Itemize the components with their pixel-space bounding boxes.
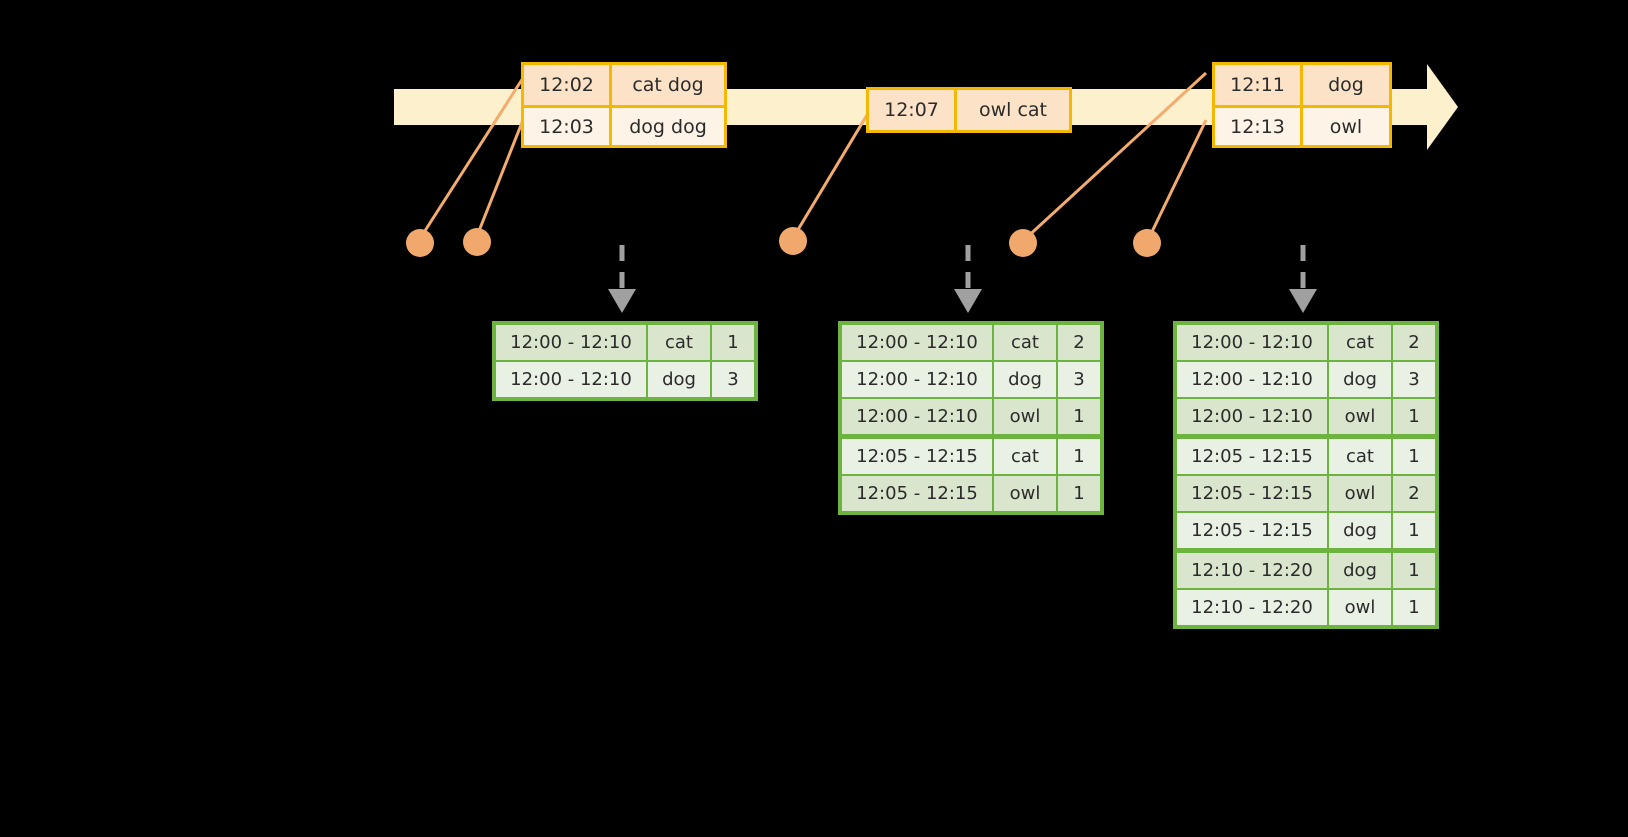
cell-window: 12:00 - 12:10 bbox=[1177, 325, 1327, 360]
cell-word: owl bbox=[1329, 590, 1391, 625]
connector-dot bbox=[1009, 229, 1037, 257]
timeline-event-row[interactable]: 12:03 dog dog bbox=[524, 105, 724, 145]
cell-window: 12:00 - 12:10 bbox=[842, 325, 992, 360]
cell-count: 2 bbox=[1393, 325, 1435, 360]
event-time: 12:02 bbox=[524, 65, 612, 105]
cell-word: dog bbox=[1329, 553, 1391, 588]
event-words: dog bbox=[1328, 74, 1364, 96]
timeline-event-row[interactable]: 12:07 owl cat bbox=[869, 90, 1069, 130]
timeline-event-row[interactable]: 12:13 owl bbox=[1215, 105, 1389, 145]
cell-word: owl bbox=[994, 399, 1056, 434]
timeline-event-row[interactable]: 12:11 dog bbox=[1215, 65, 1389, 105]
cell-word: owl bbox=[1329, 399, 1391, 434]
cell-window: 12:05 - 12:15 bbox=[1177, 476, 1327, 511]
cell-window: 12:00 - 12:10 bbox=[1177, 399, 1327, 434]
cell-word: dog bbox=[648, 362, 710, 397]
event-words: cat dog bbox=[632, 74, 704, 96]
cell-window: 12:05 - 12:15 bbox=[842, 476, 992, 511]
timeline-event-group-1[interactable]: 12:02 cat dog 12:03 dog dog bbox=[521, 62, 727, 148]
cell-word: owl bbox=[1329, 476, 1391, 511]
event-words: dog dog bbox=[629, 115, 707, 138]
dashed-arrow-heads bbox=[608, 289, 1317, 313]
cell-word: dog bbox=[1329, 513, 1391, 548]
cell-window: 12:00 - 12:10 bbox=[1177, 362, 1327, 397]
event-time: 12:13 bbox=[1215, 108, 1303, 145]
cell-count: 1 bbox=[1393, 553, 1435, 588]
cell-count: 3 bbox=[1393, 362, 1435, 397]
cell-window: 12:05 - 12:15 bbox=[842, 439, 992, 474]
cell-word: cat bbox=[648, 325, 710, 360]
timeline-event-group-3[interactable]: 12:11 dog 12:13 owl bbox=[1212, 62, 1392, 148]
cell-count: 1 bbox=[1058, 476, 1100, 511]
cell-window: 12:00 - 12:10 bbox=[496, 325, 646, 360]
cell-count: 2 bbox=[1058, 325, 1100, 360]
event-words: owl cat bbox=[978, 99, 1048, 121]
cell-count: 1 bbox=[1393, 590, 1435, 625]
cell-count: 3 bbox=[712, 362, 754, 397]
connector-dot bbox=[406, 229, 434, 257]
cell-count: 1 bbox=[712, 325, 754, 360]
cell-window: 12:05 - 12:15 bbox=[1177, 513, 1327, 548]
cell-count: 1 bbox=[1393, 439, 1435, 474]
cell-window: 12:00 - 12:10 bbox=[842, 362, 992, 397]
connector-dot bbox=[463, 228, 491, 256]
connector-dot bbox=[779, 227, 807, 255]
cell-word: cat bbox=[994, 325, 1056, 360]
event-time: 12:03 bbox=[524, 108, 612, 145]
event-time: 12:07 bbox=[869, 90, 957, 130]
cell-count: 3 bbox=[1058, 362, 1100, 397]
event-time: 12:11 bbox=[1215, 65, 1303, 105]
cell-word: cat bbox=[1329, 439, 1391, 474]
timeline-event-row[interactable]: 12:02 cat dog bbox=[524, 65, 724, 105]
cell-window: 12:10 - 12:20 bbox=[1177, 590, 1327, 625]
cell-count: 2 bbox=[1393, 476, 1435, 511]
cell-word: cat bbox=[1329, 325, 1391, 360]
connector-dot bbox=[1133, 229, 1161, 257]
cell-count: 1 bbox=[1058, 399, 1100, 434]
cell-count: 1 bbox=[1393, 513, 1435, 548]
cell-word: cat bbox=[994, 439, 1056, 474]
cell-word: owl bbox=[994, 476, 1056, 511]
cell-window: 12:05 - 12:15 bbox=[1177, 439, 1327, 474]
event-words: owl bbox=[1329, 115, 1363, 138]
connector-dots bbox=[406, 227, 1161, 257]
cell-word: dog bbox=[1329, 362, 1391, 397]
cell-window: 12:10 - 12:20 bbox=[1177, 553, 1327, 588]
cell-window: 12:00 - 12:10 bbox=[496, 362, 646, 397]
dashed-arrows bbox=[619, 245, 1306, 290]
cell-word: dog bbox=[994, 362, 1056, 397]
cell-count: 1 bbox=[1393, 399, 1435, 434]
timeline-event-group-2[interactable]: 12:07 owl cat bbox=[866, 87, 1072, 133]
cell-window: 12:00 - 12:10 bbox=[842, 399, 992, 434]
cell-count: 1 bbox=[1058, 439, 1100, 474]
